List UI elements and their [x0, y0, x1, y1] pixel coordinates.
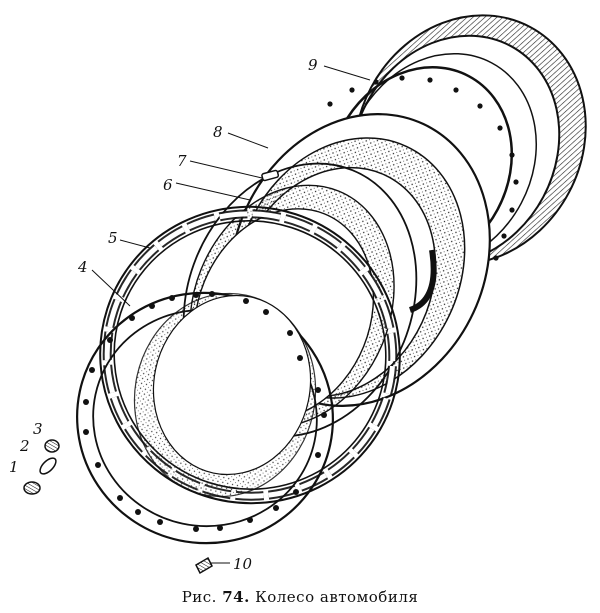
- callout-7: 7: [177, 152, 187, 170]
- callout-8: 8: [213, 123, 223, 141]
- rim-bolt-holes: [327, 75, 519, 261]
- callout-4: 4: [77, 258, 88, 276]
- flange-bolt-holes: [83, 291, 327, 532]
- callout-2: 2: [19, 437, 30, 455]
- part-10-bolt: [195, 556, 213, 575]
- callout-6: 6: [163, 176, 173, 194]
- part-4-flange-ring: [76, 291, 334, 545]
- figure-caption: Рис. 74. Колесо автомобиля: [0, 588, 600, 606]
- callout-10: 10: [233, 555, 253, 573]
- part-3-cap: [44, 439, 60, 453]
- part-2-washer: [39, 457, 57, 475]
- callout-9: 9: [308, 56, 318, 74]
- caption-title: Колесо автомобиля: [255, 588, 419, 606]
- part-7-valve: [261, 169, 280, 182]
- caption-prefix: Рис.: [181, 588, 217, 606]
- caption-number: 74.: [222, 588, 250, 606]
- callout-3: 3: [33, 420, 43, 438]
- callout-leaders: [91, 65, 371, 564]
- callout-1: 1: [9, 458, 19, 476]
- callout-5: 5: [108, 229, 118, 247]
- part-1-nut: [23, 481, 41, 495]
